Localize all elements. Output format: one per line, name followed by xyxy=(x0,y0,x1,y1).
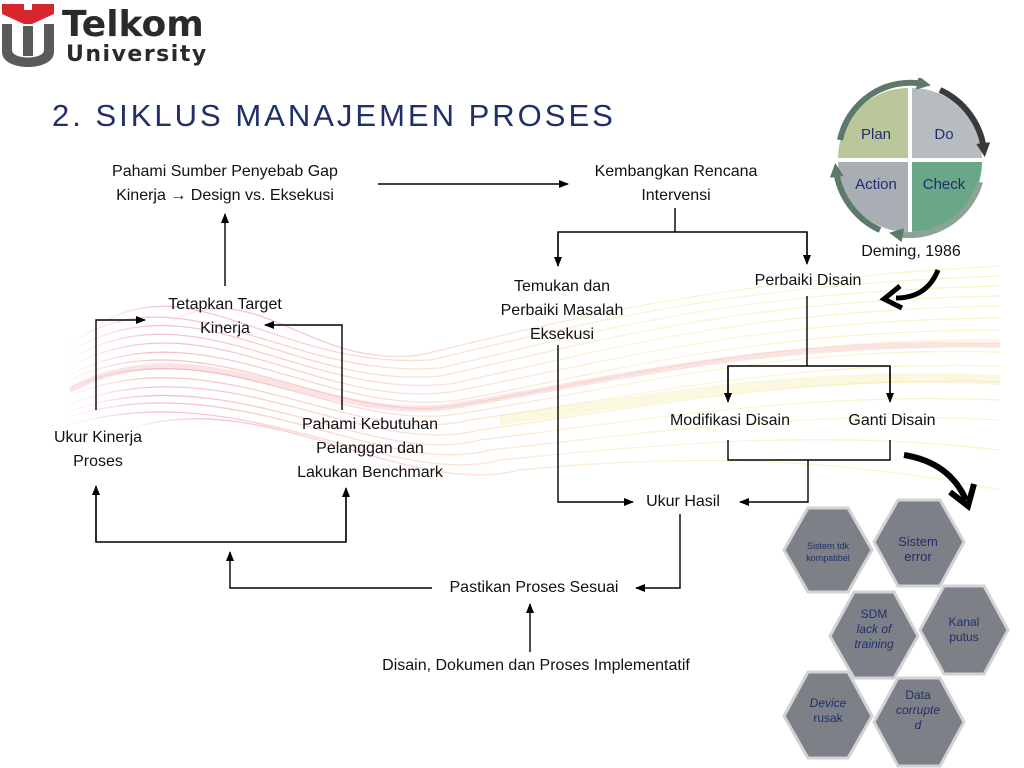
curved-arrow-pdca xyxy=(895,268,941,301)
node-perbaiki-disain: Perbaiki Disain xyxy=(754,272,862,289)
pdca-check-quadrant xyxy=(912,162,982,232)
arrow-pastikan-to-loop xyxy=(226,551,432,589)
node-tetapkan-target: Tetapkan Target Kinerja xyxy=(168,296,282,337)
pdca-do-quadrant xyxy=(912,88,982,158)
hexagon-kanal-putus xyxy=(918,584,1010,676)
arrow-kebutuhan-to-tetapkan xyxy=(264,321,343,410)
hexagon-cluster xyxy=(782,498,1010,768)
logo-text-telkom: Telkom xyxy=(62,4,204,45)
hexagon-text-5: Device rusak xyxy=(809,696,847,725)
hexagon-sistem-error xyxy=(872,498,966,588)
logo-text-university: University xyxy=(66,42,208,67)
pdca-plan-quadrant xyxy=(838,88,908,158)
pdca-caption: Deming, 1986 xyxy=(861,243,961,260)
node-disain-dokumen: Disain, Dokumen dan Proses Implementatif xyxy=(382,657,690,674)
node-ukur-kinerja: Ukur Kinerja Proses xyxy=(53,429,143,470)
curved-arrow-hexagons xyxy=(903,452,969,502)
hexagon-text-4: Kanal putus xyxy=(948,615,980,644)
pdca-action-quadrant xyxy=(838,162,908,232)
pdca-cycle xyxy=(829,78,991,243)
hexagon-text-2: Sistem error xyxy=(898,534,938,564)
node-pahami-kebutuhan: Pahami Kebutuhan Pelanggan dan Lakukan B… xyxy=(297,416,443,481)
arrow-disain-to-ukur-hasil xyxy=(739,460,809,506)
node-pahami-sumber: Pahami Sumber Penyebab Gap Kinerja → Des… xyxy=(112,163,338,204)
pdca-do-label: Do xyxy=(934,126,954,143)
node-ganti-disain: Ganti Disain xyxy=(848,412,936,429)
node-pastikan-proses: Pastikan Proses Sesuai xyxy=(449,579,619,596)
arrow-temukan-to-ukur-hasil xyxy=(557,345,634,506)
pdca-check-label: Check xyxy=(922,176,966,193)
pdca-action-label: Action xyxy=(855,176,897,193)
pdca-plan-label: Plan xyxy=(860,126,892,143)
arrow-ukur-to-tetapkan xyxy=(95,316,146,410)
hexagon-text-6: Data corrupte d xyxy=(895,688,941,732)
hexagon-data-corrupted xyxy=(872,676,966,768)
arrow-ukur-hasil-to-pastikan xyxy=(635,514,681,592)
line-disain-join xyxy=(727,440,891,461)
hexagon-text-3: SDM lack of training xyxy=(854,607,894,651)
page-title: 2. SIKLUS MANAJEMEN PROSES xyxy=(52,98,616,133)
telkom-logo-icon xyxy=(2,4,54,67)
hexagon-sistem-tdk-kompatibel xyxy=(782,506,874,594)
hexagon-device-rusak xyxy=(782,670,874,760)
node-modifikasi-disain: Modifikasi Disain xyxy=(669,412,791,429)
node-temukan: Temukan dan Perbaiki Masalah Eksekusi xyxy=(500,278,624,343)
hexagon-text-1: Sistem tdk kompatibel xyxy=(806,541,850,563)
node-ukur-hasil: Ukur Hasil xyxy=(646,493,720,510)
node-kembangkan: Kembangkan Rencana Intervensi xyxy=(594,163,758,204)
hexagon-sdm xyxy=(828,590,920,680)
